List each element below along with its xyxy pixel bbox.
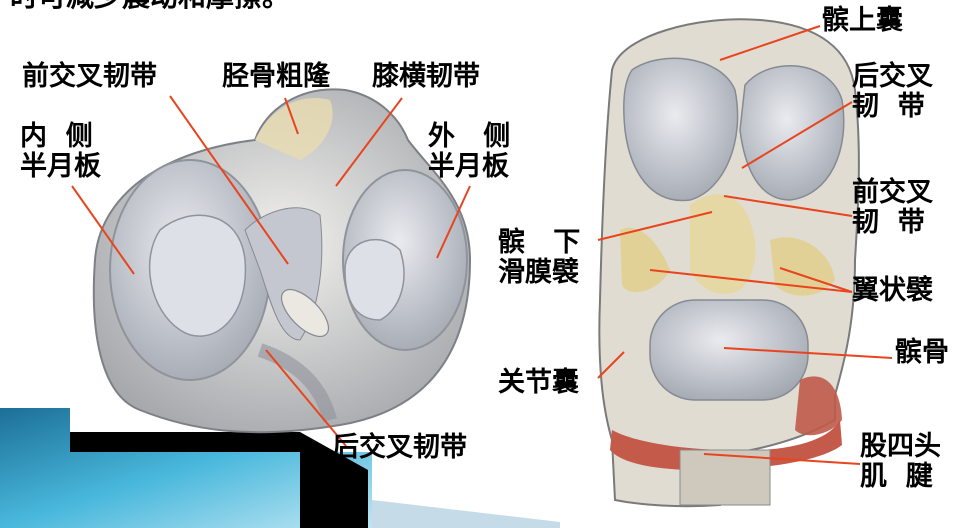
label-patella: 髌骨 bbox=[895, 338, 949, 368]
label-joint-capsule: 关节囊 bbox=[498, 368, 579, 398]
label-pcl-right: 后交叉 韧 带 bbox=[852, 62, 933, 122]
label-acl-left: 前交叉韧带 bbox=[22, 62, 157, 92]
label-suprapatellar-bursa: 髌上囊 bbox=[822, 6, 903, 36]
slide-top-text: 时可减少震动和摩擦。 bbox=[10, 0, 290, 12]
label-acl-right: 前交叉 韧 带 bbox=[852, 178, 933, 238]
knee-anterior-figure bbox=[599, 19, 859, 506]
label-transverse-ligament: 膝横韧带 bbox=[372, 62, 480, 92]
label-medial-meniscus: 内 侧 半月板 bbox=[20, 122, 101, 182]
label-tibial-tuberosity: 胫骨粗隆 bbox=[222, 62, 330, 92]
label-lateral-meniscus: 外 侧 半月板 bbox=[428, 122, 510, 182]
label-pcl-left: 后交叉韧带 bbox=[332, 433, 467, 463]
label-alar-folds: 翼状襞 bbox=[852, 276, 933, 306]
tibial-plateau-figure bbox=[94, 89, 470, 432]
label-infrapatellar-synovial-fold: 髌 下 滑膜襞 bbox=[498, 228, 580, 288]
label-quadriceps-tendon: 股四头 肌 腱 bbox=[860, 432, 941, 492]
